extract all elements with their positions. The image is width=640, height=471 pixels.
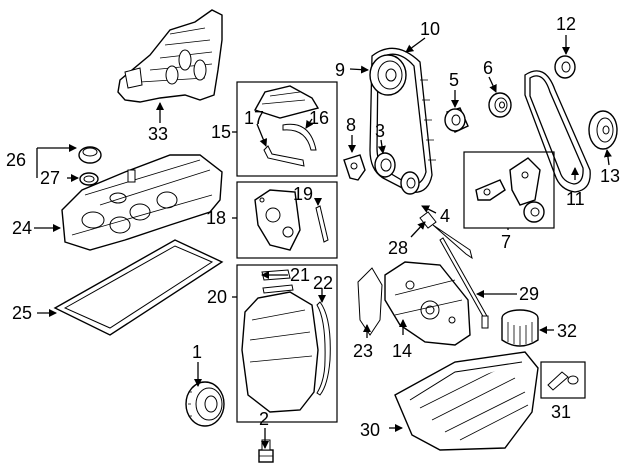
drain-plug-part xyxy=(547,371,579,391)
callout-9: 9 xyxy=(335,60,345,80)
balancer-belt-part xyxy=(524,70,591,193)
callout-1: 1 xyxy=(192,342,202,362)
callout-33: 33 xyxy=(148,124,168,144)
oil-pan-part xyxy=(394,351,539,451)
callout-5: 5 xyxy=(449,70,459,90)
tensioner-part xyxy=(343,154,366,181)
callout-3: 3 xyxy=(375,121,385,141)
balancer-sprocket-part xyxy=(588,110,618,150)
crankshaft-pulley-part xyxy=(185,381,225,427)
intake-manifold-part xyxy=(117,9,223,103)
callout-18: 18 xyxy=(206,208,226,228)
callout-21: 21 xyxy=(290,265,310,285)
cover-seal-part-17 xyxy=(263,145,305,167)
callout-20: 20 xyxy=(207,287,227,307)
group-box-20 xyxy=(236,264,338,423)
callout-30: 30 xyxy=(360,420,380,440)
callout-25: 25 xyxy=(12,303,32,323)
callout-27: 27 xyxy=(40,168,60,188)
callout-13: 13 xyxy=(600,166,620,186)
middle-timing-cover-part xyxy=(254,189,301,251)
callout-8: 8 xyxy=(346,115,356,135)
callout-14: 14 xyxy=(392,341,412,361)
callout-32: 32 xyxy=(557,321,577,341)
valve-cover-part xyxy=(61,154,223,251)
callout-17: 17 xyxy=(244,108,264,128)
callout-2: 2 xyxy=(259,409,269,429)
callout-11: 11 xyxy=(566,189,585,209)
upper-timing-cover-part xyxy=(253,85,320,119)
callout-26: 26 xyxy=(6,150,26,170)
filler-cap-gasket-part xyxy=(79,172,99,186)
pulley-part-6 xyxy=(488,92,512,118)
callout-28: 28 xyxy=(388,238,408,258)
callout-12: 12 xyxy=(556,14,576,34)
group-box-18 xyxy=(236,181,338,259)
valve-cover-gasket-part xyxy=(53,239,224,336)
callout-29: 29 xyxy=(519,284,539,304)
group-box-15 xyxy=(236,81,338,177)
camshaft-sprocket-part xyxy=(369,54,407,96)
callout-10: 10 xyxy=(420,19,440,39)
small-sprocket-part xyxy=(554,55,576,79)
cover-seal-part-21 xyxy=(261,269,294,294)
callout-19: 19 xyxy=(293,184,313,204)
callout-7: 7 xyxy=(501,232,511,252)
idler-pulley-part xyxy=(444,107,469,133)
lower-timing-cover-part xyxy=(241,291,319,413)
callout-24: 24 xyxy=(12,218,32,238)
callout-4: 4 xyxy=(440,206,450,226)
tensioner-assembly-part xyxy=(475,157,545,223)
leader-lines xyxy=(34,35,612,449)
cover-seal-part-16 xyxy=(282,123,317,151)
sensor-part xyxy=(258,439,274,463)
callout-23: 23 xyxy=(353,341,373,361)
group-box-31 xyxy=(540,361,586,399)
cover-seal-part-19 xyxy=(315,205,329,243)
oil-pump-part xyxy=(384,261,471,346)
group-box-7 xyxy=(463,151,555,229)
front-case-gasket-part xyxy=(357,267,383,336)
oil-filler-cap-part xyxy=(78,146,102,164)
callout-31: 31 xyxy=(551,402,571,422)
oil-filter-part xyxy=(501,309,539,347)
callout-15: 15 xyxy=(211,122,231,142)
crank-sprocket-part xyxy=(374,152,420,195)
callout-6: 6 xyxy=(483,58,493,78)
callout-16: 16 xyxy=(309,108,329,128)
callout-22: 22 xyxy=(313,273,333,293)
cover-seal-part-22 xyxy=(316,301,331,396)
